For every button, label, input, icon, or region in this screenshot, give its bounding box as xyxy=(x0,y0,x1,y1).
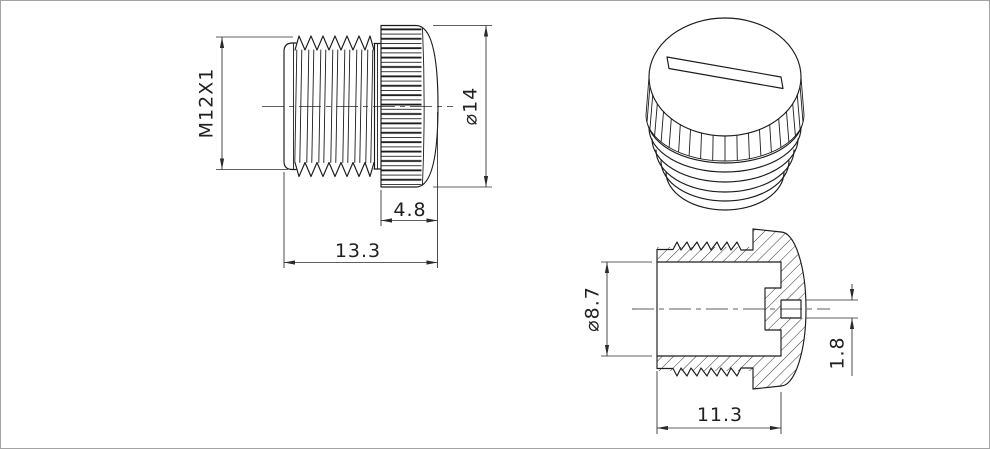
knurled-head xyxy=(380,24,439,188)
head-diameter-label: ⌀14 xyxy=(460,87,482,126)
dim-head-width: 4.8 xyxy=(380,112,438,226)
thread-rings xyxy=(646,117,804,211)
head-section-hatch xyxy=(753,229,806,389)
knurl-texture xyxy=(381,27,422,185)
dim-slot-width: 1.8 xyxy=(806,284,858,376)
knurl-band-edge xyxy=(422,27,425,185)
dim-bore-diameter: ⌀8.7 xyxy=(582,261,652,357)
bottom-wall-hatch xyxy=(657,356,753,371)
bore-diameter-label: ⌀8.7 xyxy=(582,286,604,332)
thread-runout-neck xyxy=(373,42,382,170)
head-width-label: 4.8 xyxy=(393,199,426,221)
thread-profile xyxy=(294,35,375,178)
section-view: ⌀8.7 1.8 11.3 xyxy=(582,228,858,434)
dim-body-length: 11.3 xyxy=(656,371,782,434)
top-wall-hatch xyxy=(657,247,753,262)
isometric-view xyxy=(645,17,805,211)
screwdriver-slot xyxy=(666,56,784,90)
dim-thread-spec: M12X1 xyxy=(196,36,293,170)
total-length-label: 13.3 xyxy=(335,240,381,262)
body-length-label: 11.3 xyxy=(697,404,743,426)
section-outline xyxy=(656,228,807,390)
dim-head-diameter: ⌀14 xyxy=(433,25,492,188)
collar xyxy=(283,42,297,171)
side-view: M12X1 ⌀14 4.8 13.3 xyxy=(196,24,492,268)
knurl-band xyxy=(645,76,805,162)
thread-spec-label: M12X1 xyxy=(196,68,218,139)
dim-total-length: 13.3 xyxy=(283,172,438,268)
slot-width-label: 1.8 xyxy=(827,336,849,369)
